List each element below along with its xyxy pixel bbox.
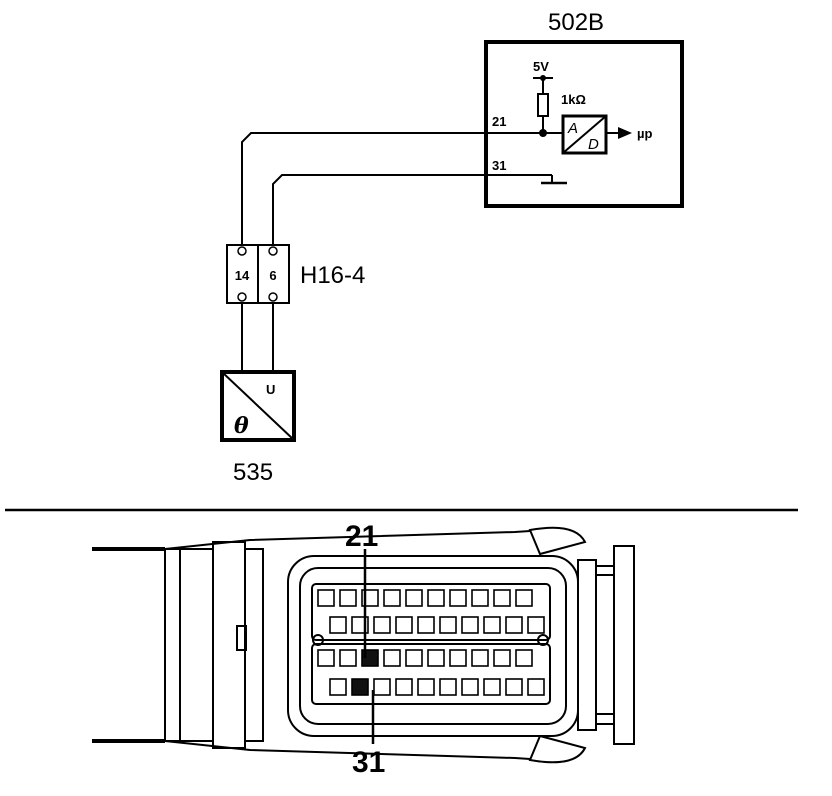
pin-cavity — [483, 616, 501, 634]
conn-pin-14: 14 — [235, 268, 250, 283]
pin-cavity — [461, 678, 479, 696]
resistor-1k — [537, 93, 549, 117]
pin-cavity — [405, 649, 423, 667]
connector-h16-4: 14 6 — [226, 244, 290, 304]
pin-cavity — [471, 589, 489, 607]
sensor-theta: θ — [234, 413, 249, 439]
pin-cavity — [505, 678, 523, 696]
sensor-u: U — [266, 382, 275, 397]
pin-21-label: 21 — [492, 114, 506, 129]
pin-cavity — [383, 649, 401, 667]
pin-cavity — [383, 589, 401, 607]
pin-cavity — [439, 616, 457, 634]
schematic: 502B 5V 1kΩ A D µp 21 31 — [220, 9, 684, 486]
pin-cavity — [439, 678, 457, 696]
wire-pin21 — [241, 132, 486, 245]
pin-cavity — [527, 678, 545, 696]
supply-label: 5V — [533, 59, 549, 74]
pin-cavity — [493, 589, 511, 607]
pin-cavity — [395, 616, 413, 634]
callout-21: 21 — [345, 520, 378, 553]
pin-cavity — [339, 649, 357, 667]
ecu-label: 502B — [548, 9, 604, 36]
pin-cavity — [317, 589, 335, 607]
callout-31: 31 — [352, 746, 385, 779]
pin-cavity — [417, 616, 435, 634]
pin-cavity — [405, 589, 423, 607]
pin-cavity — [471, 649, 489, 667]
pin-cavity — [483, 678, 501, 696]
svg-text:A: A — [567, 120, 578, 137]
pin-cavity — [515, 589, 533, 607]
pin-cavity — [329, 616, 347, 634]
pin-cavity — [505, 616, 523, 634]
pin-31-label: 31 — [492, 158, 506, 173]
pin-cavity — [449, 589, 467, 607]
pin-cavity — [395, 678, 413, 696]
pin-cavity — [449, 649, 467, 667]
wire-pin31 — [272, 174, 486, 245]
pin-cavity — [427, 649, 445, 667]
pin-cavity — [373, 616, 391, 634]
micro-label: µp — [637, 126, 652, 141]
pin-cavity — [373, 678, 391, 696]
pin-cavity — [527, 616, 545, 634]
pin-cavity — [493, 649, 511, 667]
resistor-label: 1kΩ — [561, 92, 586, 107]
sensor-label: 535 — [233, 459, 273, 486]
connector-view — [92, 526, 635, 764]
arrow-right-icon — [618, 127, 632, 139]
svg-text:D: D — [588, 136, 599, 153]
connector-label: H16-4 — [300, 262, 365, 289]
pin-cavity — [329, 678, 347, 696]
pin-cavity-highlighted — [351, 678, 369, 696]
pin-cavity — [317, 649, 335, 667]
ecu-502b-box — [484, 40, 684, 208]
conn-pin-6: 6 — [269, 268, 276, 283]
pin-cavity — [515, 649, 533, 667]
pin-cavity — [427, 589, 445, 607]
pin-cavity — [339, 589, 357, 607]
pin-cavity — [417, 678, 435, 696]
pin-cavity-grid — [317, 589, 545, 696]
pin-cavity — [461, 616, 479, 634]
